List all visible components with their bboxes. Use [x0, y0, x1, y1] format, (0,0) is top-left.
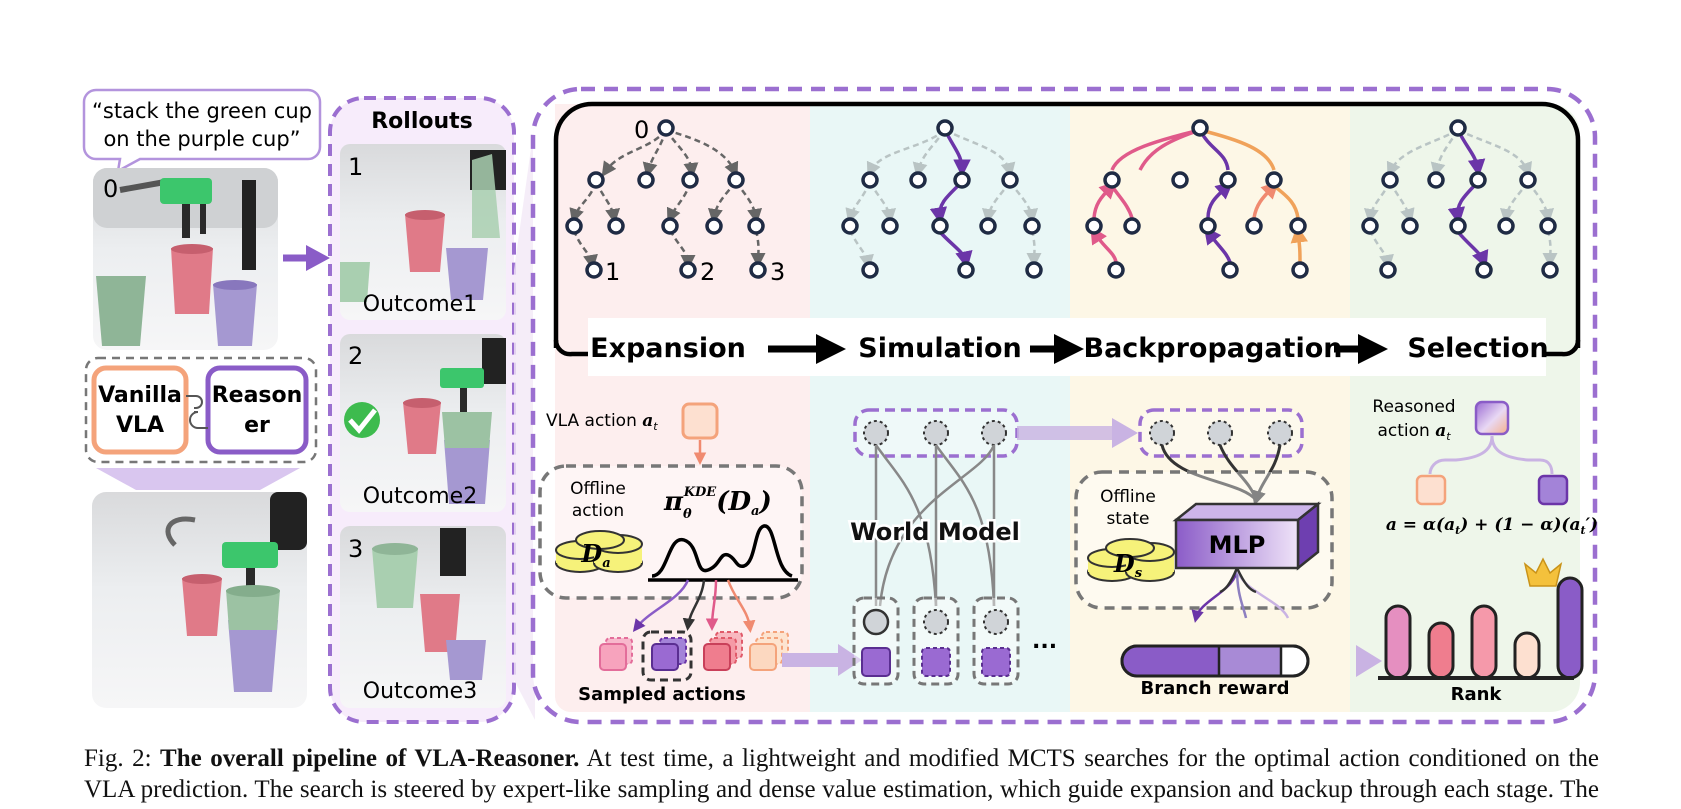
rank-label: Rank: [1451, 684, 1503, 705]
rollout-1-num: 1: [348, 153, 363, 181]
rank-bar-1: [1384, 604, 1412, 680]
reasoner-line-2: er: [244, 413, 270, 438]
offline-state-line-1: Offline: [1100, 487, 1156, 507]
tree-backprop-nodes: [1085, 119, 1309, 279]
rank-bar-5: [1556, 576, 1584, 680]
final-scene-photo: [92, 492, 307, 708]
instruction-line-1: “stack the green cup: [92, 99, 312, 123]
caption-title: The overall pipeline of VLA-Reasoner.: [160, 745, 580, 772]
offline-action-db-label: Da: [580, 539, 610, 571]
crown-icon: [1523, 557, 1563, 587]
left-panel: “stack the green cup on the purple cup” …: [82, 88, 330, 708]
tree-selection-nodes: [1361, 119, 1559, 279]
expansion-detail: VLA action at Offline action Da πθKDE(Da…: [538, 402, 804, 705]
model-group: Vanilla VLA Reason er: [84, 356, 318, 464]
stage-simulation: Simulation: [858, 333, 1021, 364]
rollout-2: 2 Outcome2: [340, 334, 506, 512]
kde-curve: [651, 524, 793, 578]
vla-action-box: [681, 402, 719, 440]
rank-bar-2: [1427, 621, 1455, 680]
vla-action-label: VLA action at: [546, 411, 658, 433]
tree-root-label: 0: [634, 116, 649, 144]
rollout-1-label: Outcome1: [363, 292, 477, 317]
world-model-label: World Model: [850, 518, 1020, 546]
reasoned-action-box: [1474, 400, 1510, 436]
instruction-line-2: on the purple cup”: [103, 127, 300, 151]
offline-state-db-label: Ds: [1113, 549, 1143, 581]
vanilla-vla-line-2: VLA: [116, 413, 164, 438]
rollout-1: 1 Outcome1: [340, 144, 506, 320]
sampled-actions-label: Sampled actions: [578, 684, 746, 705]
rollout-2-label: Outcome2: [363, 484, 477, 509]
tree-leaf-3-label: 3: [770, 258, 785, 286]
pipeline-figure: “stack the green cup on the purple cup” …: [82, 86, 1598, 725]
rollouts-title: Rollouts: [371, 109, 473, 134]
branch-reward-label: Branch reward: [1141, 678, 1290, 699]
reasoned-line-1: Reasoned: [1372, 397, 1455, 417]
caption-label: Fig. 2:: [84, 745, 161, 772]
sampled-action-squares: [599, 630, 789, 682]
rollout-3: 3 Outcome3: [340, 526, 506, 708]
tree-leaf-1-label: 1: [605, 258, 620, 286]
offline-action-line-1: Offline: [570, 479, 626, 499]
backprop-detail: Offline state Ds MLP: [1074, 408, 1334, 699]
rollouts-panel: Rollouts 1 Outcome1 2 Outcome2: [328, 96, 516, 724]
success-check-icon: [344, 402, 380, 438]
tree-leaf-2-label: 2: [700, 258, 715, 286]
tree-simulation-nodes: [841, 119, 1043, 279]
offline-state-database-icon: Ds: [1087, 538, 1175, 582]
rank-bar-3: [1470, 604, 1498, 680]
initial-scene-photo: 0: [93, 168, 278, 350]
rank-bars: [1384, 576, 1584, 680]
reasoner-line-1: Reason: [212, 383, 303, 408]
instruction-bubble: “stack the green cup on the purple cup”: [82, 88, 322, 174]
tree-expansion-nodes: [565, 119, 767, 279]
rollout-3-label: Outcome3: [363, 679, 477, 704]
rank-bar-4: [1513, 631, 1541, 680]
mlp-label: MLP: [1209, 531, 1266, 559]
stage-selection: Selection: [1407, 333, 1548, 364]
offline-state-line-2: state: [1106, 509, 1149, 529]
kde-policy-label: πθKDE(Da): [663, 485, 772, 522]
stage-expansion: Expansion: [590, 333, 746, 364]
offline-action-line-2: action: [572, 501, 624, 521]
initial-label: 0: [103, 175, 118, 203]
combination-formula: a = α(at) + (1 − α)(at′): [1386, 515, 1598, 537]
reasoned-line-2: action at: [1377, 421, 1451, 443]
caption-body: At test time, a lightweight and modified…: [84, 745, 1599, 809]
rollout-2-num: 2: [348, 342, 363, 370]
mcts-panel: Expansion Simulation Backpropagation Sel…: [530, 86, 1598, 725]
rollout-3-num: 3: [348, 535, 363, 563]
branch-reward-bar: [1120, 644, 1310, 678]
simulation-detail: World Model ...: [848, 408, 1138, 686]
selection-detail: Reasoned action at a = α(at) + (1 − α)(a…: [1372, 397, 1598, 705]
simulation-ellipsis: ...: [1032, 629, 1057, 654]
figure-caption: Fig. 2: The overall pipeline of VLA-Reas…: [84, 743, 1599, 809]
mlp-block: MLP: [1172, 501, 1322, 571]
stage-backpropagation: Backpropagation: [1084, 333, 1343, 364]
offline-action-database-icon: Da: [555, 530, 643, 573]
vanilla-vla-line-1: Vanilla: [98, 383, 182, 408]
stage-arrows: [768, 334, 1388, 364]
